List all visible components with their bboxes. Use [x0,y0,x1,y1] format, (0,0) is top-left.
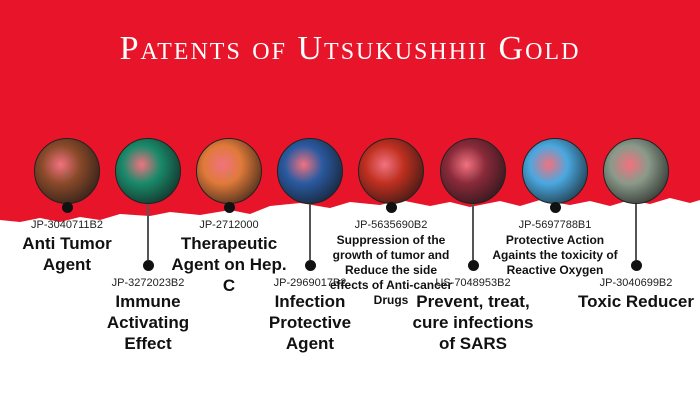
patent-title: Therapeutic Agent on Hep. C [171,234,287,295]
patent-title: Infection Protective Agent [268,292,352,353]
bacteria-image [277,138,343,204]
patent-number: JP-3040711B2 [31,219,103,231]
patent-title: Protective Action Againts the toxicity o… [492,233,618,277]
tumor-cells-image [34,138,100,204]
timeline-dot [61,202,73,213]
patent-item: JP-3040711B2 Anti Tumor Agent [2,219,132,275]
patent-number: JP-2712000 [199,219,259,231]
connector-line [635,172,637,260]
connector-line [472,172,474,260]
patent-item: US-7048953B2 Prevent, treat, cure infect… [408,277,538,354]
timeline-dot [304,260,316,271]
timeline-dot [142,260,154,271]
patent-title: Immune Activating Effect [106,292,190,353]
timeline-dot [223,202,235,213]
patent-title: Anti Tumor Agent [22,234,112,274]
timeline-dot [385,202,397,213]
timeline-dot [549,202,561,213]
patent-number: JP-2969017B2 [273,277,347,289]
coronavirus-image [440,138,506,204]
connector-line [147,172,149,260]
patent-number: JP-3272023B2 [111,277,185,289]
page-title: Patents of Utsukushhii Gold [119,30,581,67]
patent-number: JP-5697788B1 [518,219,592,231]
patent-item: JP-5635690B2 Suppression of the growth o… [326,219,456,308]
hepatitis-virus-image [196,138,262,204]
patent-item: JP-3272023B2 Immune Activating Effect [83,277,213,354]
patent-item: JP-3040699B2 Toxic Reducer [571,277,700,312]
patent-number: US-7048953B2 [435,277,511,289]
cancer-cells-image [358,138,424,204]
toxins-image [603,138,669,204]
patent-number: JP-3040699B2 [599,277,673,289]
timeline-dot [630,260,642,271]
patent-item: JP-5697788B1 Protective Action Againts t… [490,219,620,278]
patent-item: JP-2969017B2 Infection Protective Agent [245,277,375,354]
patent-title: Prevent, treat, cure infections of SARS [412,292,534,353]
immune-cells-image [115,138,181,204]
patent-number: JP-5635690B2 [354,219,428,231]
oxygen-bubbles-image [522,138,588,204]
patent-title: Suppression of the growth of tumor and R… [329,233,453,307]
connector-line [309,172,311,260]
timeline-dot [467,260,479,271]
patent-item: JP-2712000 Therapeutic Agent on Hep. C [164,219,294,296]
patent-title: Toxic Reducer [578,292,694,311]
